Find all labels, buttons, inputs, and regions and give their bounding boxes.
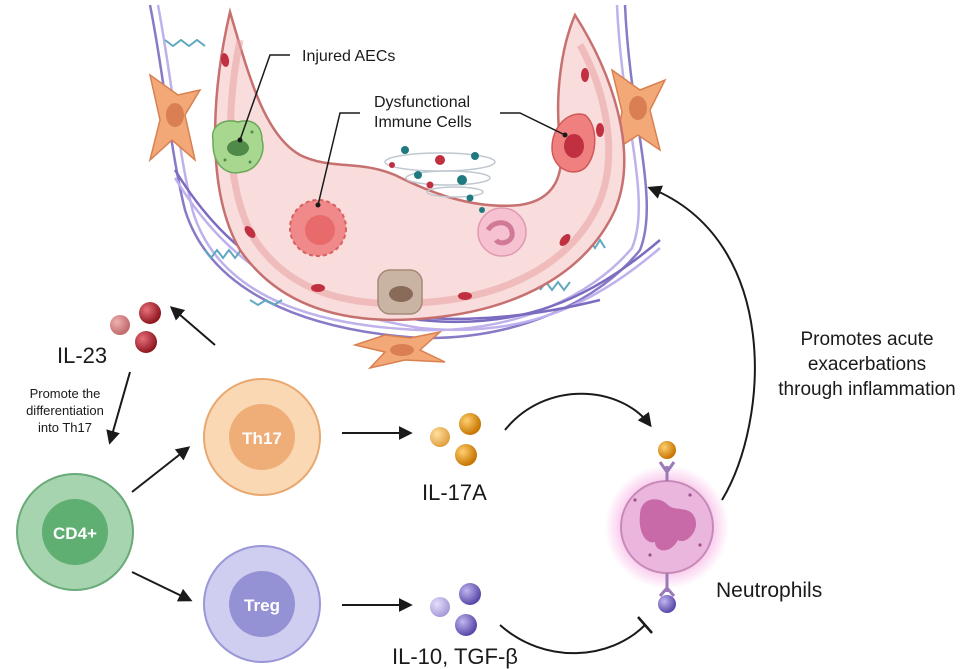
exacerbation-label-line1: Promotes acute [800, 329, 933, 350]
promote-label-line1: Promote the [30, 386, 101, 401]
arrow-cd4-to-treg [131, 571, 193, 602]
immune-cell-right [551, 113, 596, 173]
il10-tgfb-label: IL-10, TGF-β [392, 644, 518, 669]
fibroblast-bottom [352, 330, 446, 370]
neutrophil-receptor-top [658, 441, 676, 481]
treg-label: Treg [244, 596, 280, 615]
injured-aecs-label: Injured AECs [302, 48, 395, 65]
cd4-label: CD4+ [53, 524, 97, 543]
neutrophils-label: Neutrophils [716, 579, 822, 602]
injured-aec-cell [211, 120, 264, 174]
alveolar-wall-inner [227, 39, 613, 308]
il23-label: IL-23 [57, 343, 107, 368]
alveolus [148, 4, 667, 370]
immune-cell-brown [377, 269, 423, 315]
neutrophil-cell [605, 465, 729, 589]
cd4-cell: CD4+ [16, 473, 134, 591]
callout-dysfunctional: Dysfunctional Immune Cells [315, 94, 568, 208]
il17a-label: IL-17A [422, 480, 487, 505]
treg-cell: Treg [203, 545, 321, 663]
inhibit-il10-to-neutrophil [499, 624, 646, 655]
cytokine-swirl [384, 146, 496, 213]
dysfunctional-label-line2: Immune Cells [374, 114, 472, 131]
promote-label-line2: differentiation [26, 403, 104, 418]
arrow-neutrophil-to-alveolus [647, 185, 756, 501]
exacerbation-label-line3: through inflammation [778, 379, 955, 400]
il10-particles [430, 583, 481, 636]
immune-cell-pink [477, 207, 527, 257]
il23-particles [110, 302, 161, 353]
arrow-cd4-to-th17 [131, 446, 191, 493]
inhibit-bar [637, 616, 653, 634]
arrow-th17-to-il23 [169, 306, 216, 346]
arrow-il17a-to-neutrophil [504, 392, 652, 431]
immune-cell-red-spiky [289, 199, 347, 257]
promote-label-line3: into Th17 [38, 420, 92, 435]
dysfunctional-label-line1: Dysfunctional [374, 94, 470, 111]
th17-cell: Th17 [203, 378, 321, 496]
callout-injured-aecs: Injured AECs [237, 48, 395, 143]
neutrophil-receptor-bottom [658, 573, 676, 613]
fibroblast-left [148, 73, 202, 163]
th17-label: Th17 [242, 429, 282, 448]
exacerbation-label-line2: exacerbations [808, 354, 926, 375]
il17a-particles [430, 413, 481, 466]
arrow-il23-to-cd4 [106, 371, 131, 445]
